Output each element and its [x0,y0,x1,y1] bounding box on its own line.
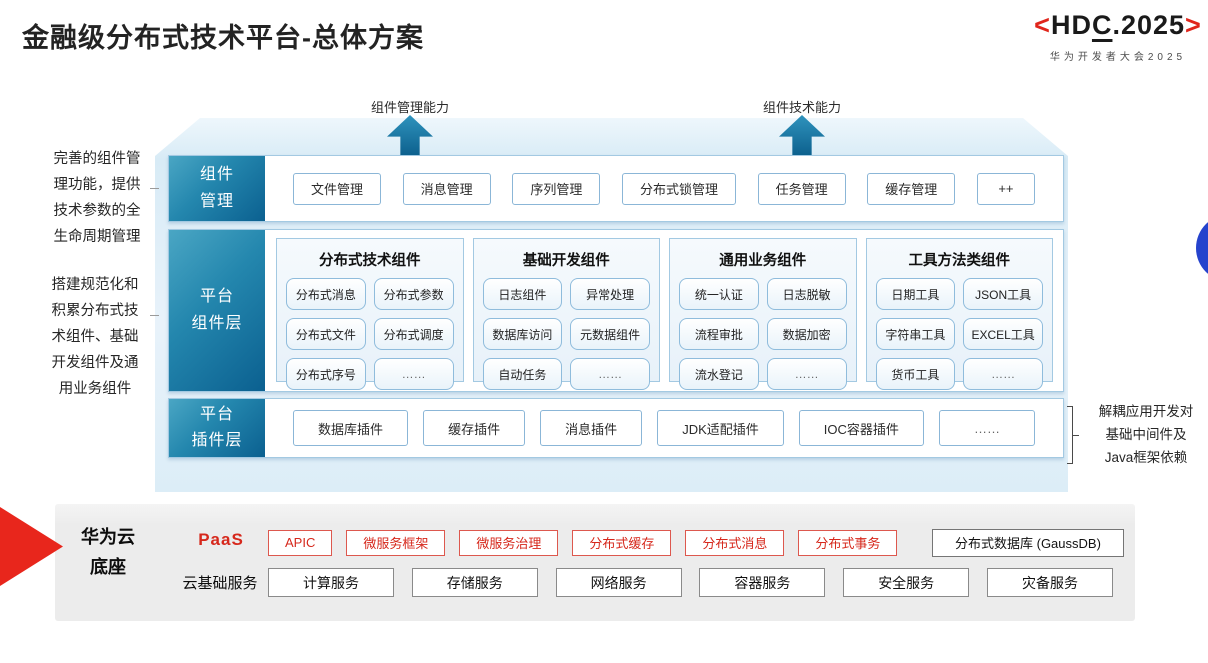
cloud-service-item: 计算服务 [268,568,394,597]
management-item: 任务管理 [757,172,846,205]
cloud-service-items: 计算服务存储服务网络服务容器服务安全服务灾备服务 [268,568,1113,597]
cloud-service-item: 灾备服务 [986,568,1113,597]
component-chip: …… [570,358,650,390]
component-chip: 分布式调度 [373,318,454,350]
management-item: 序列管理 [512,172,601,205]
component-chip: 分布式序号 [286,358,366,390]
note-tick [150,315,159,316]
page-title: 金融级分布式技术平台-总体方案 [22,23,424,53]
component-chip: 日志组件 [482,278,563,310]
layer-label-platform-plugins: 平台 插件层 [169,399,265,457]
edge-circle-decoration [1196,214,1208,282]
component-chip: …… [766,358,847,390]
logo-right-angle: > [1185,10,1202,40]
component-chip: 字符串工具 [875,318,956,350]
capability-label-technology: 组件技术能力 [762,100,841,115]
paas-items: APIC 微服务框架微服务治理分布式缓存分布式消息分布式事务 [268,529,1120,556]
plugin-item: 数据库插件 [293,410,409,446]
hdc-logo-text: <HDC.2025> [1028,10,1208,41]
management-item: 缓存管理 [867,172,956,205]
hdc-2025-logo: <HDC.2025> 华为开发者大会2025 [1028,10,1208,63]
gaussdb-item: 分布式数据库 (GaussDB) [932,528,1124,557]
component-chip: …… [373,358,454,390]
paas-item: APIC [268,529,333,556]
component-chip: 分布式文件 [286,318,366,350]
capability-label-management: 组件管理能力 [370,100,449,115]
cloud-service-item: 网络服务 [555,568,682,597]
panel-title: 通用业务组件 [719,253,807,269]
logo-hd: HD [1050,10,1092,40]
panel-distributed-tech: 分布式技术组件 分布式消息分布式参数分布式文件分布式调度分布式序号…… [276,238,464,390]
component-chip: 流程审批 [679,318,759,350]
component-chip: 日志脱敏 [766,278,847,310]
component-chip: 统一认证 [679,278,759,310]
panel-title: 基础开发组件 [522,253,610,269]
plugin-item: JDK适配插件 [657,410,784,446]
paas-item: 微服务治理 [459,529,559,556]
management-item: 分布式锁管理 [621,172,736,205]
paas-item: 分布式事务 [798,529,898,556]
component-chip: 货币工具 [875,358,956,390]
layer-label-component-management: 组件 管理 [169,156,265,221]
layer-label-platform-components: 平台 组件层 [169,230,265,391]
foundation-label: 华为云 底座 [81,527,135,577]
cloud-service-item: 安全服务 [843,568,970,597]
paas-item: 分布式消息 [685,529,785,556]
component-chip: 数据库访问 [482,318,563,350]
plugin-item: 消息插件 [540,410,643,446]
plugin-item: 缓存插件 [423,410,526,446]
panel-basic-dev: 基础开发组件 日志组件异常处理数据库访问元数据组件自动任务…… [472,238,660,390]
layer-platform-plugins: 平台 插件层 数据库插件缓存插件消息插件 JDK适配插件 IOC容器插件 …… [168,398,1064,458]
component-chip: 日期工具 [875,278,956,310]
note-tick [150,188,159,189]
component-chip: 分布式消息 [286,278,366,310]
panel-title: 分布式技术组件 [319,253,421,269]
paas-item: 分布式缓存 [572,529,672,556]
plugin-items: 数据库插件缓存插件消息插件 JDK适配插件 IOC容器插件 …… [265,399,1063,457]
component-chip: 分布式参数 [373,278,454,310]
note-platform-components: 搭建规范化和 积累分布式技 术组件、基础 开发组件及通 用业务组件 [51,277,139,397]
cloud-services-label: 云基础服务 [182,575,258,592]
red-arrow-icon [0,507,63,586]
huawei-cloud-foundation [55,504,1135,621]
cloud-service-item: 容器服务 [699,568,826,597]
layer-platform-components: 平台 组件层 分布式技术组件 分布式消息分布式参数分布式文件分布式调度分布式序号… [168,229,1064,392]
logo-year: .2025 [1112,10,1186,40]
logo-subtitle: 华为开发者大会2025 [1049,52,1187,63]
component-chip: JSON工具 [963,278,1043,310]
management-item: 消息管理 [402,172,491,205]
component-chip: 元数据组件 [570,318,650,350]
component-management-items: 文件管理消息管理序列管理分布式锁管理任务管理缓存管理 ++ [265,156,1063,221]
note-component-management: 完善的组件管 理功能，提供 技术参数的全 生命周期管理 [53,151,141,245]
component-panels: 分布式技术组件 分布式消息分布式参数分布式文件分布式调度分布式序号…… 基础开发… [265,230,1063,391]
component-chip: …… [963,358,1043,390]
component-chip: 异常处理 [570,278,650,310]
panel-title: 工具方法类组件 [908,253,1011,269]
brace-icon [1067,406,1079,464]
panel-items: 分布式消息分布式参数分布式文件分布式调度分布式序号…… [286,278,454,390]
management-item: 文件管理 [293,172,382,205]
panel-common-business: 通用业务组件 统一认证日志脱敏流程审批数据加密流水登记…… [669,238,857,390]
logo-left-angle: < [1034,10,1051,40]
logo-c-underlined: C [1091,10,1113,40]
component-chip: 流水登记 [679,358,759,390]
component-chip: 数据加密 [766,318,847,350]
layer-component-management: 组件 管理 文件管理消息管理序列管理分布式锁管理任务管理缓存管理 ++ [168,155,1064,222]
cloud-service-item: 存储服务 [411,568,538,597]
panel-items: 统一认证日志脱敏流程审批数据加密流水登记…… [679,278,847,390]
paas-label: PaaS [198,530,244,549]
plugin-item: …… [938,410,1035,446]
paas-db-wrap: 分布式数据库 (GaussDB) [898,528,1138,557]
note-decoupling: 解耦应用开发对 基础中间件及 Java框架依赖 [1098,404,1194,465]
panel-items: 日志组件异常处理数据库访问元数据组件自动任务…… [482,278,650,390]
component-chip: EXCEL工具 [963,318,1043,350]
management-item: ++ [976,172,1035,205]
component-chip: 自动任务 [482,358,563,390]
plugin-item: IOC容器插件 [798,410,924,446]
paas-item: 微服务框架 [346,529,446,556]
